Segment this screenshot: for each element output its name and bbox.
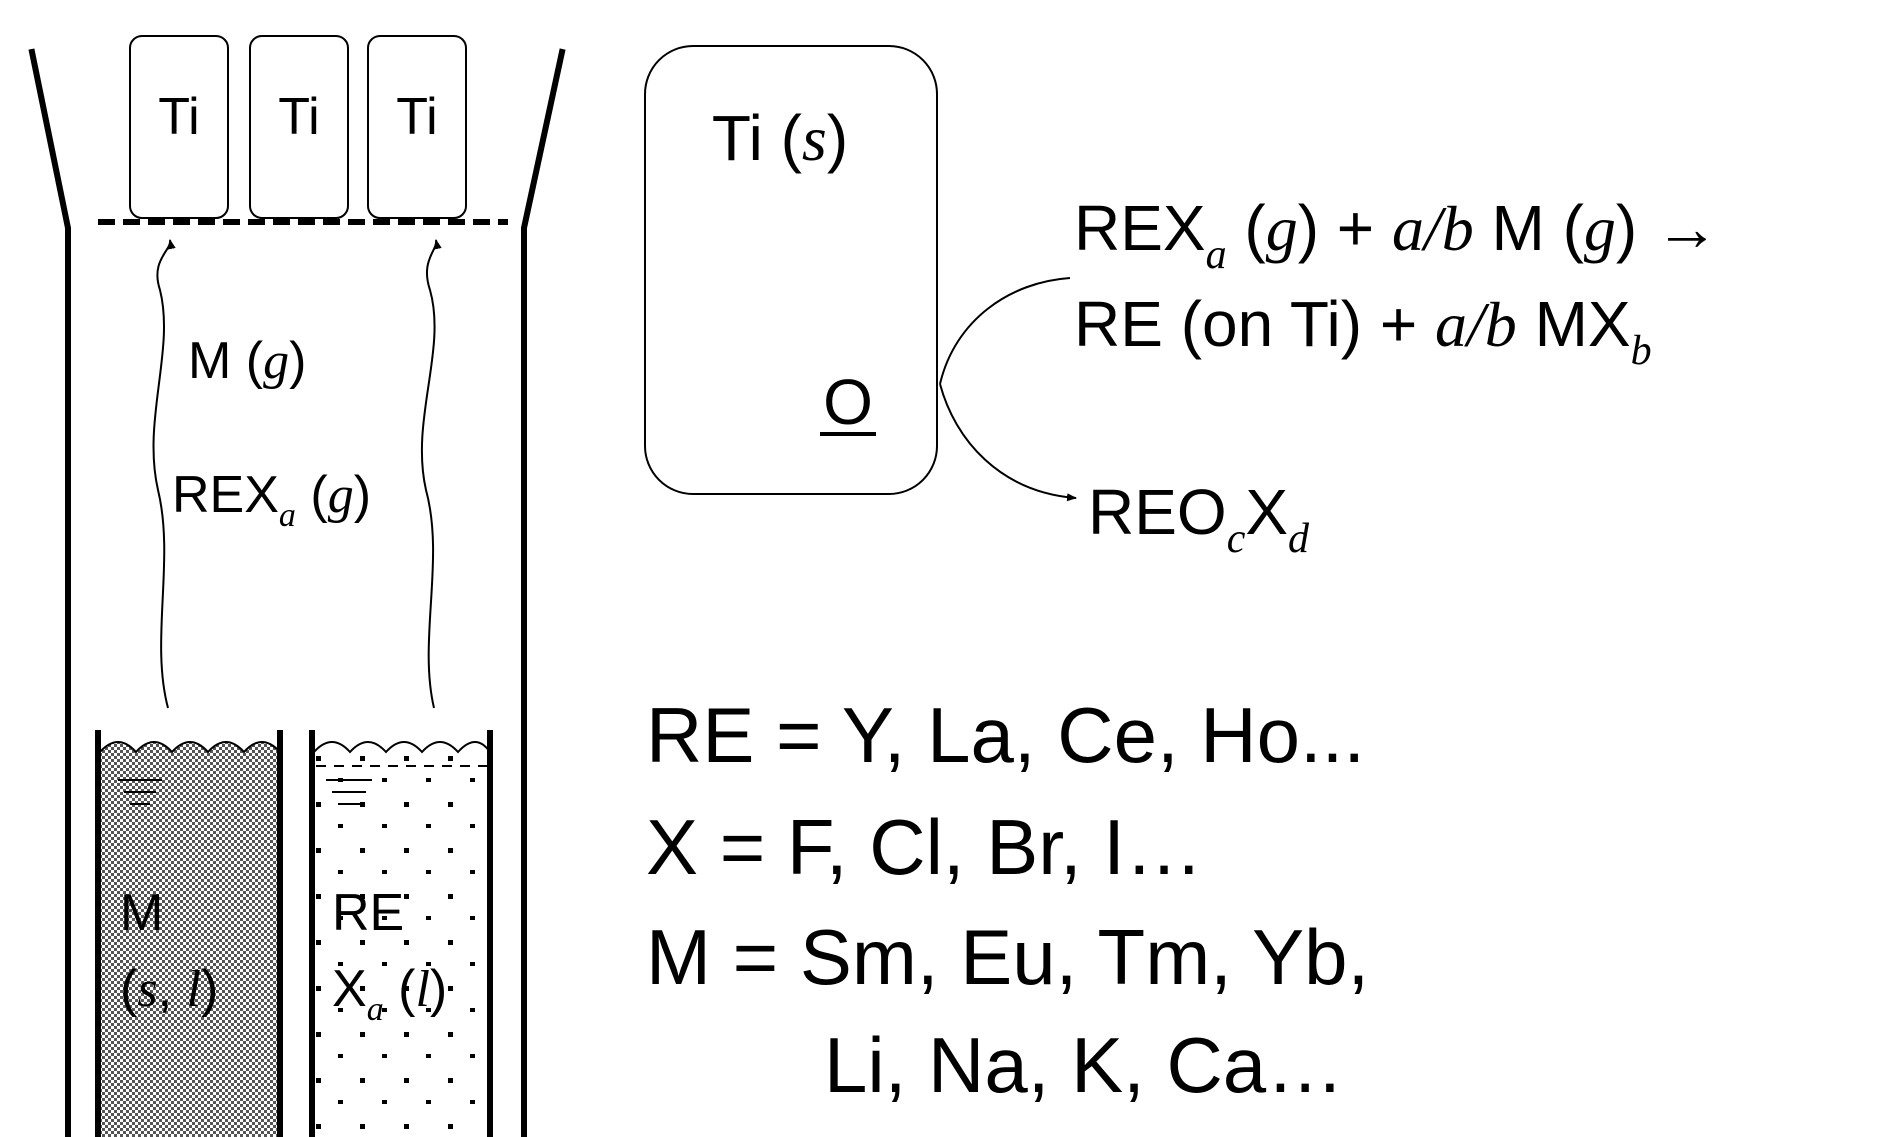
halide-crucible	[309, 730, 493, 1137]
level-marker	[326, 779, 372, 805]
ti-sample-row: Ti Ti Ti	[129, 35, 467, 219]
legend-halogens: X = F, Cl, Br, I…	[646, 803, 1203, 891]
reductant-melt	[100, 742, 280, 1137]
crucible-right-wall	[521, 48, 566, 1137]
reductant-melt-label: M	[120, 884, 163, 942]
reductant-melt-surface	[99, 741, 281, 754]
crucible-left-wall	[28, 48, 71, 1137]
ti-sample-box	[249, 35, 349, 219]
ti-solid-block	[644, 45, 938, 495]
vapor-path-left	[152, 239, 176, 709]
vapor-halide-label: REXa (g)	[172, 466, 371, 534]
reaction-curve-upper	[939, 277, 1071, 385]
reductant-crucible-wall	[95, 730, 283, 1137]
reaction-line-1: REXa (g) + a/b M (g) →	[1074, 192, 1719, 278]
legend-reductants-line2: Li, Na, K, Ca…	[824, 1021, 1344, 1109]
reaction-curve-lower	[939, 383, 1077, 502]
ti-sample-label: Ti	[158, 88, 199, 146]
halide-melt	[314, 742, 490, 1137]
reductant-melt-phase-label: (s, l)	[120, 960, 218, 1018]
legend-rare-earths: RE = Y, La, Ce, Ho...	[646, 691, 1365, 779]
halide-melt-phase-label: Xa (l)	[332, 960, 447, 1028]
level-marker	[118, 779, 162, 805]
crucible	[28, 48, 566, 1137]
ti-sample-box	[129, 35, 229, 219]
reaction-line-2: RE (on Ti) + a/b MXb	[1074, 288, 1652, 374]
halide-melt-label: RE	[332, 884, 404, 942]
ti-sample-label: Ti	[278, 88, 319, 146]
oxyhalide-product-label: REOcXd	[1088, 476, 1310, 562]
reductant-crucible	[95, 730, 283, 1137]
halide-melt-surface	[313, 741, 491, 754]
legend-reductants-line1: M = Sm, Eu, Tm, Yb,	[646, 913, 1369, 1001]
ti-sample-box	[367, 35, 467, 219]
vapor-reductant-label: M (g)	[188, 332, 306, 390]
vapor-path-right	[420, 239, 442, 709]
halide-crucible-wall	[309, 730, 493, 1137]
oxygen-in-ti-label: O	[823, 366, 873, 438]
ti-solid-label: Ti (s)	[712, 102, 848, 174]
ti-sample-label: Ti	[396, 88, 437, 146]
